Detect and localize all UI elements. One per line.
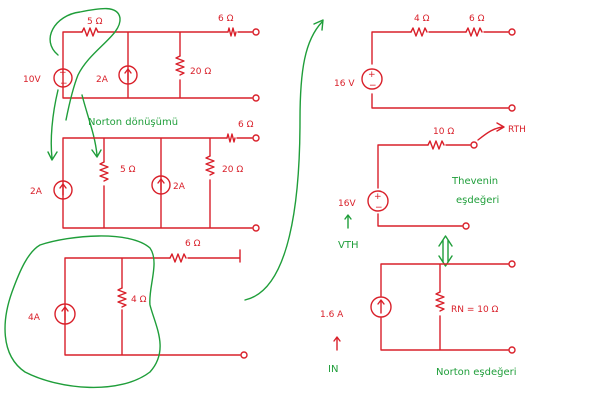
voltage-source-10v bbox=[53, 68, 73, 88]
right-circuit-3: 1.6 A RN = 10 Ω IN Norton eşdeğeri bbox=[320, 260, 517, 378]
label-5ohm-c2: 5 Ω bbox=[120, 165, 136, 175]
label-4ohm-r1: 4 Ω bbox=[414, 14, 430, 24]
arrow-up-icon bbox=[157, 178, 165, 191]
plus-sign: + bbox=[368, 70, 376, 80]
terminal bbox=[252, 28, 260, 36]
green-connector-arrow bbox=[244, 19, 324, 301]
terminal bbox=[508, 260, 516, 268]
resistor-5ohm bbox=[81, 27, 99, 37]
label-6ohm-c2: 6 Ω bbox=[238, 120, 254, 130]
right-circuit-1-wires bbox=[371, 31, 509, 109]
green-arrow-left bbox=[47, 89, 59, 161]
arrow-up-green-icon bbox=[344, 214, 352, 229]
terminal bbox=[252, 94, 260, 102]
label-2a: 2A bbox=[96, 75, 109, 85]
label-rn: RN = 10 Ω bbox=[451, 305, 499, 315]
label-16v-r2: 16V bbox=[338, 199, 356, 209]
resistor-4ohm-right bbox=[410, 27, 428, 37]
circuit-3-wires bbox=[64, 249, 241, 356]
right-circuit-2: + − 10 Ω RTH 16V VTH Thevenin eşdeğeri bbox=[338, 122, 526, 251]
green-enclosure bbox=[4, 235, 161, 389]
label-4ohm: 4 Ω bbox=[131, 295, 147, 305]
label-6ohm: 6 Ω bbox=[218, 14, 234, 24]
arrow-up-icon bbox=[61, 306, 69, 321]
resistor-rn bbox=[435, 291, 445, 312]
resistor-4ohm bbox=[117, 287, 127, 308]
current-source-2a bbox=[118, 65, 138, 85]
circuit-1-wires bbox=[62, 31, 253, 99]
label-norton-equiv: Norton eşdeğeri bbox=[436, 366, 517, 378]
minus-sign: − bbox=[369, 81, 377, 91]
right-circuit-3-wires bbox=[380, 263, 509, 351]
terminal bbox=[508, 28, 516, 36]
label-2a-left: 2A bbox=[30, 187, 43, 197]
resistor-6ohm-mid bbox=[226, 133, 236, 143]
resistor-5ohm-vert bbox=[99, 161, 109, 182]
label-2a-mid: 2A bbox=[173, 182, 186, 192]
resistor-20ohm bbox=[175, 55, 185, 76]
circuit-2: 6 Ω 2A 5 Ω 2A 20 Ω bbox=[30, 120, 260, 232]
arrow-up-red-icon bbox=[333, 336, 341, 351]
arrow-rth-icon bbox=[477, 122, 505, 141]
green-loop bbox=[49, 7, 121, 121]
label-4a: 4A bbox=[28, 313, 41, 323]
terminal bbox=[508, 104, 516, 112]
current-source-4a bbox=[54, 303, 76, 325]
label-1-6a: 1.6 A bbox=[320, 310, 344, 320]
plus-sign: + bbox=[374, 192, 382, 202]
label-esdegeri-th: eşdeğeri bbox=[456, 194, 499, 206]
arrow-up-icon bbox=[59, 183, 67, 196]
terminal bbox=[252, 134, 260, 142]
resistor-10ohm bbox=[427, 140, 445, 150]
circuit-1: + − 5 Ω 6 Ω 10V 2A 20 Ω Norton dönüşümü bbox=[23, 7, 260, 161]
current-source-1-6a bbox=[370, 296, 392, 318]
label-in: IN bbox=[328, 364, 338, 375]
current-source-2a-mid bbox=[151, 175, 171, 195]
double-arrow-icon bbox=[438, 235, 453, 267]
arrow-up-icon bbox=[124, 68, 132, 81]
label-6ohm-r1: 6 Ω bbox=[469, 14, 485, 24]
voltage-source-16v-th bbox=[367, 190, 389, 212]
resistor-6ohm-top bbox=[227, 27, 237, 37]
right-circuit-1: + − 4 Ω 6 Ω 16 V bbox=[334, 14, 516, 112]
circuit-3: 6 Ω 4A 4 Ω bbox=[4, 235, 248, 389]
minus-sign: − bbox=[60, 79, 68, 89]
label-norton-transform: Norton dönüşümü bbox=[88, 117, 178, 128]
right-circuit-2-wires bbox=[377, 144, 471, 227]
resistor-6ohm-bottom bbox=[169, 253, 187, 263]
label-6ohm-c3: 6 Ω bbox=[185, 239, 201, 249]
label-rth: RTH bbox=[508, 125, 526, 135]
label-16v-r1: 16 V bbox=[334, 79, 355, 89]
plus-sign: + bbox=[59, 68, 67, 78]
label-10ohm: 10 Ω bbox=[433, 127, 454, 137]
label-20ohm: 20 Ω bbox=[190, 67, 211, 77]
minus-sign: − bbox=[375, 203, 383, 213]
terminal bbox=[508, 346, 516, 354]
terminal bbox=[470, 141, 478, 149]
label-thevenin: Thevenin bbox=[451, 176, 498, 187]
green-arrow-right bbox=[81, 94, 102, 158]
label-10v: 10V bbox=[23, 75, 41, 85]
resistor-6ohm-right bbox=[465, 27, 483, 37]
terminal bbox=[462, 222, 470, 230]
terminal bbox=[252, 224, 260, 232]
label-5ohm: 5 Ω bbox=[87, 17, 103, 27]
current-source-2a-left bbox=[53, 180, 73, 200]
voltage-source-16v bbox=[361, 68, 383, 90]
terminal bbox=[240, 351, 248, 359]
label-vth: VTH bbox=[338, 240, 358, 251]
label-20ohm-c2: 20 Ω bbox=[222, 165, 243, 175]
arrow-up-icon bbox=[377, 299, 385, 314]
resistor-20ohm-vert bbox=[205, 155, 215, 176]
